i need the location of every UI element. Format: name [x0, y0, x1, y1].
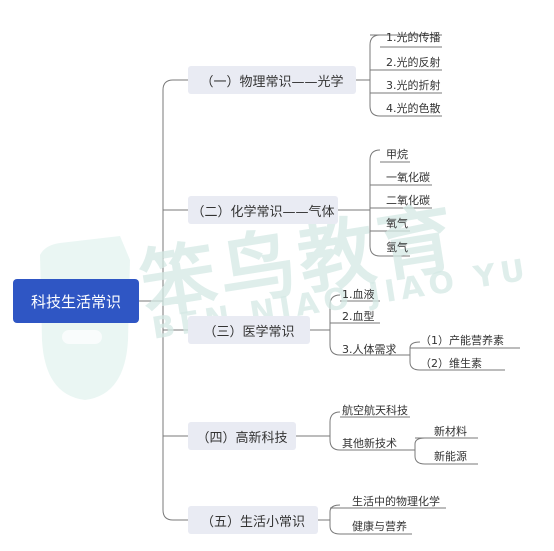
category-medicine[interactable]: （三）医学常识: [188, 316, 310, 344]
leaf-other-tech[interactable]: 其他新技术: [342, 437, 397, 450]
leaf-oxygen[interactable]: 氧气: [386, 217, 408, 230]
leaf-new-materials[interactable]: 新材料: [434, 425, 467, 438]
leaf-light-reflection[interactable]: 2.光的反射: [386, 56, 441, 69]
leaf-light-refraction[interactable]: 3.光的折射: [386, 79, 441, 92]
leaf-new-energy[interactable]: 新能源: [434, 450, 467, 463]
leaf-aerospace[interactable]: 航空航天科技: [342, 404, 408, 417]
leaf-carbon-monoxide[interactable]: 一氧化碳: [386, 171, 430, 184]
category-chemistry[interactable]: （二）化学常识——气体: [188, 196, 338, 224]
leaf-blood[interactable]: 1.血液: [342, 288, 375, 301]
leaf-hydrogen[interactable]: 氢气: [386, 241, 408, 254]
root-node[interactable]: 科技生活常识: [13, 279, 139, 323]
category-physics[interactable]: （一）物理常识——光学: [188, 66, 356, 94]
category-life[interactable]: （五）生活小常识: [188, 506, 318, 534]
category-hitech[interactable]: （四）高新科技: [188, 422, 296, 450]
leaf-vitamins[interactable]: （2）维生素: [420, 357, 482, 370]
leaf-methane[interactable]: 甲烷: [386, 148, 408, 161]
leaf-energy-nutrients[interactable]: （1）产能营养素: [420, 334, 504, 347]
leaf-health-nutrition[interactable]: 健康与营养: [352, 520, 407, 533]
leaf-light-propagation[interactable]: 1.光的传播: [386, 31, 441, 44]
leaf-light-dispersion[interactable]: 4.光的色散: [386, 102, 441, 115]
leaf-physics-chemistry-life[interactable]: 生活中的物理化学: [352, 495, 440, 508]
leaf-blood-type[interactable]: 2.血型: [342, 310, 375, 323]
leaf-carbon-dioxide[interactable]: 二氧化碳: [386, 194, 430, 207]
leaf-body-needs[interactable]: 3.人体需求: [342, 343, 397, 356]
